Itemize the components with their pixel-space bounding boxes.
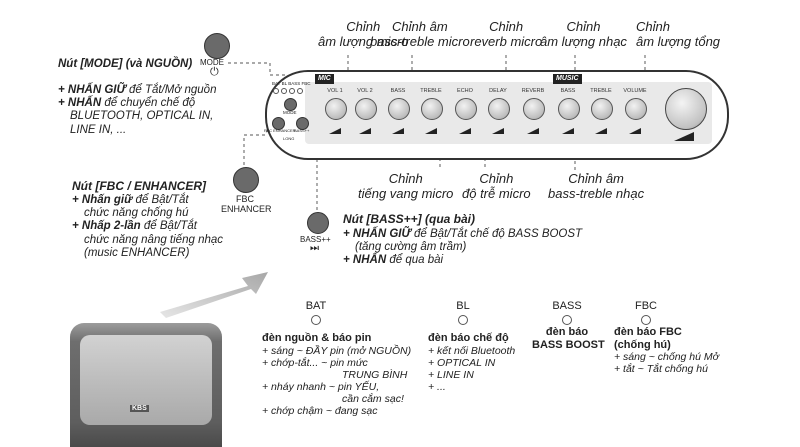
label-music-volume: Chỉnh âm lượng nhạc xyxy=(540,19,627,49)
fbc-desc: + Nhấn giữ để Bật/Tắt chức năng chống hú… xyxy=(72,194,224,259)
level-ramp-icon xyxy=(329,128,341,134)
bass-plus-button-label: BASS++ xyxy=(300,235,331,244)
led-bl-label: BL xyxy=(456,300,470,312)
label-mic-bass-treble: Chỉnh âm bass-treble micro xyxy=(370,19,470,49)
fbc-led-description: đèn báo FBC (chống hú) + sáng ~ chống hú… xyxy=(614,326,719,376)
mode-title: Nút [MODE] (và NGUỒN) xyxy=(58,58,193,70)
bat-description: đèn nguồn & báo pin + sáng ~ ĐẦY pin (mở… xyxy=(262,332,412,417)
bass-plus-button[interactable] xyxy=(307,212,329,234)
bass-desc: + NHẤN GIỮ để Bật/Tắt chế độ BASS BOOST … xyxy=(343,228,583,267)
music-tag: MUSIC xyxy=(553,74,582,84)
knob-icon[interactable] xyxy=(325,98,347,120)
label-delay: Chỉnh độ trễ micro xyxy=(462,171,531,201)
level-ramp-icon xyxy=(359,128,371,134)
knob-icon[interactable] xyxy=(421,98,443,120)
led-fbc-label: FBC xyxy=(635,300,657,312)
level-ramp-icon xyxy=(629,128,641,134)
panel-mode-label: MODE xyxy=(283,110,297,115)
knob-icon[interactable] xyxy=(388,98,410,120)
bass-title: Nút [BASS++] (qua bài) xyxy=(343,212,476,226)
knob-master-volume[interactable] xyxy=(665,88,707,130)
label-music-bass-treble: Chỉnh âm bass-treble nhạc xyxy=(548,171,645,201)
led-fbc-icon xyxy=(641,315,651,325)
speaker-illustration: KBS xyxy=(70,323,222,447)
label-master-volume: Chỉnh âm lượng tổng xyxy=(636,19,721,49)
pointer-arrow xyxy=(160,272,268,318)
knob-icon[interactable] xyxy=(591,98,613,120)
panel-led-labels: BAT BL BASS FBC xyxy=(272,81,311,86)
mic-tag: MIC xyxy=(315,74,334,84)
led-bass-label: BASS xyxy=(552,300,582,312)
level-ramp-icon xyxy=(527,128,539,134)
speaker-logo: KBS xyxy=(130,405,149,412)
master-ramp-icon xyxy=(674,132,694,141)
panel-fbc-button[interactable] xyxy=(272,117,285,130)
bass-boost-description: đèn báo BASS BOOST xyxy=(532,326,605,351)
mode-desc: + NHẤN GIỮ để Tắt/Mở nguồn + NHẤN để chu… xyxy=(58,84,217,136)
knob-icon[interactable] xyxy=(523,98,545,120)
led-bat-label: BAT xyxy=(305,300,327,312)
fbc-button-label: FBC ENHANCER xyxy=(221,194,272,215)
panel-led xyxy=(273,88,279,94)
mode-connector xyxy=(228,62,288,90)
level-ramp-icon xyxy=(392,128,404,134)
led-bat-icon xyxy=(311,315,321,325)
knob-icon[interactable] xyxy=(455,98,477,120)
bl-description: đèn báo chế độ + kết nối Bluetooth + OPT… xyxy=(428,332,516,393)
fbc-enhancer-button[interactable] xyxy=(233,167,259,193)
panel-bass-button[interactable] xyxy=(296,117,309,130)
panel-led xyxy=(281,88,287,94)
knob-icon[interactable] xyxy=(558,98,580,120)
panel-led xyxy=(289,88,295,94)
level-ramp-icon xyxy=(562,128,574,134)
panel-led xyxy=(297,88,303,94)
fbc-title: Nút [FBC / ENHANCER] xyxy=(72,179,206,193)
fbc-connector xyxy=(243,122,271,165)
panel-long-label: LONG xyxy=(283,136,295,141)
power-icon: ⏻ xyxy=(210,66,219,78)
knob-icon[interactable] xyxy=(355,98,377,120)
panel-mode-button[interactable] xyxy=(284,98,297,111)
skip-icon: ⏭ xyxy=(310,243,319,254)
label-echo: Chỉnh tiếng vang micro xyxy=(358,171,454,201)
knob-icon[interactable] xyxy=(625,98,647,120)
level-ramp-icon xyxy=(425,128,437,134)
mode-button[interactable] xyxy=(204,33,230,59)
mode-button-label: MODE xyxy=(200,58,224,67)
label-mic-reverb: Chỉnh reverb micro xyxy=(470,19,543,49)
level-ramp-icon xyxy=(459,128,471,134)
panel-fbc-label: FBC ENHANCER xyxy=(264,128,296,133)
panel-bass-label: BASS++ xyxy=(294,128,310,133)
knob-icon[interactable] xyxy=(488,98,510,120)
level-ramp-icon xyxy=(492,128,504,134)
led-bass-icon xyxy=(562,315,572,325)
label-mic-volume: Chỉnh âm lượng micro xyxy=(318,19,409,49)
level-ramp-icon xyxy=(595,128,607,134)
led-bl-icon xyxy=(458,315,468,325)
